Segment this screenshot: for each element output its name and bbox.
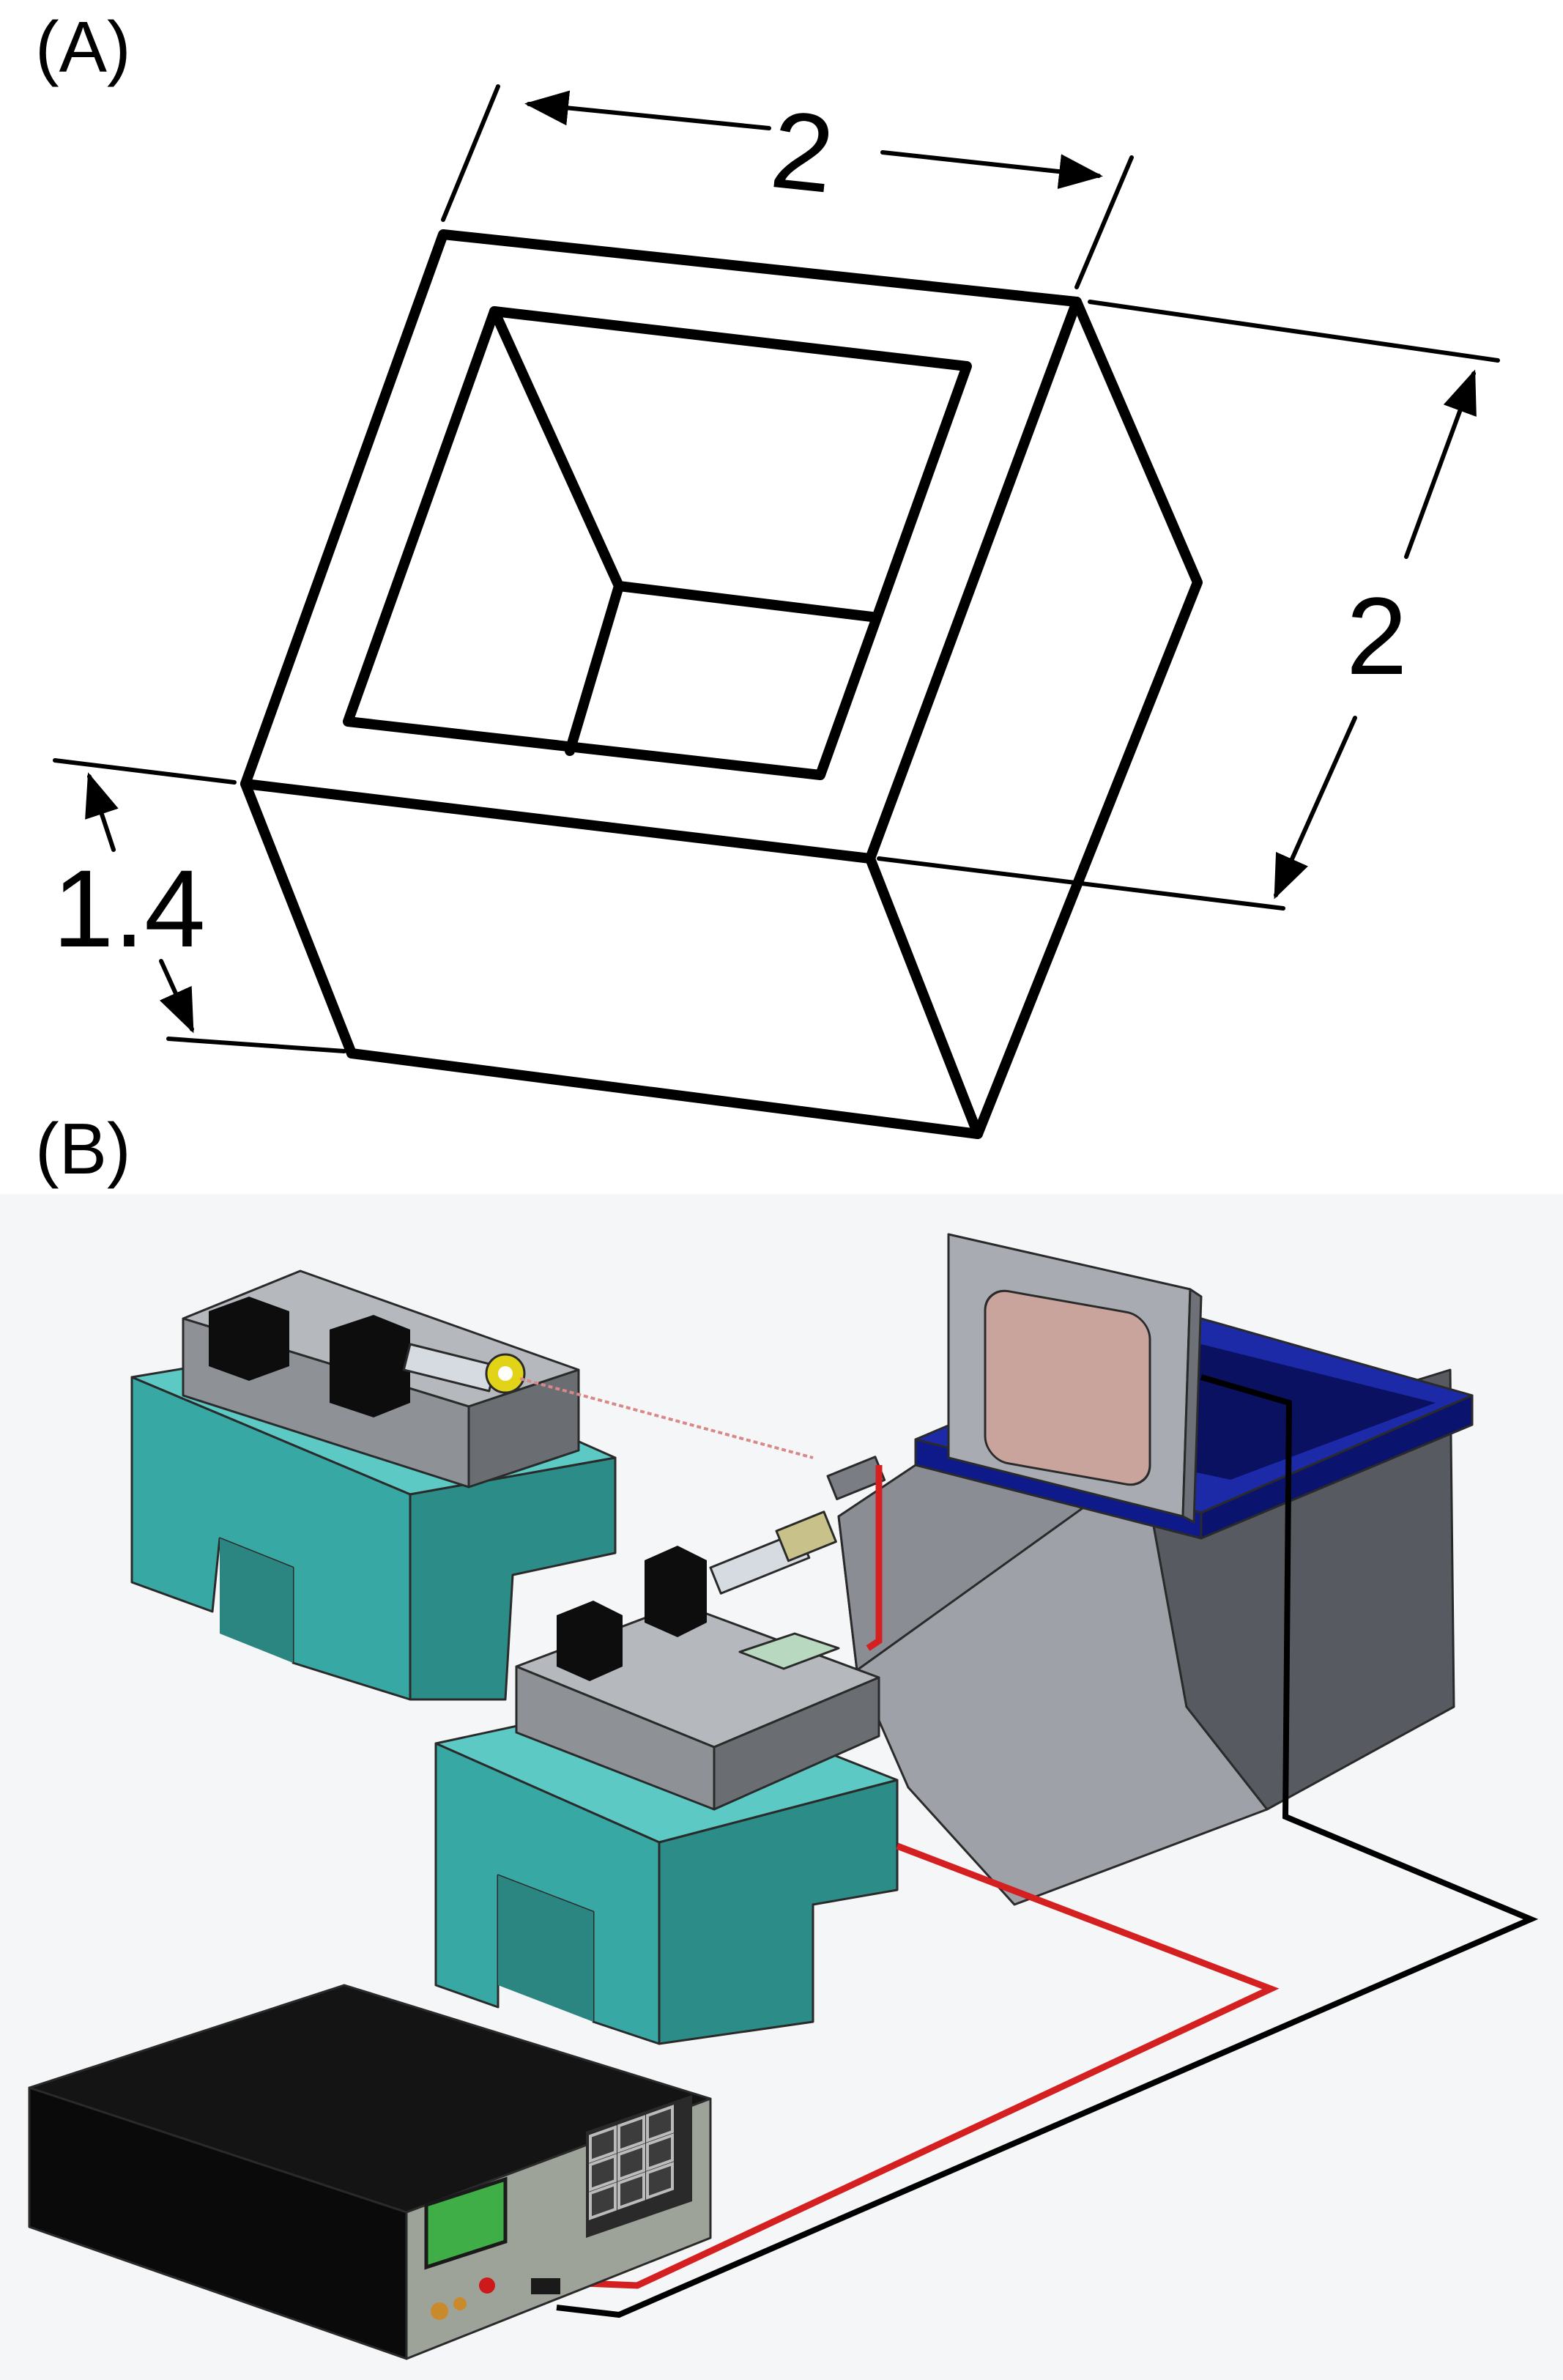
supply-terminal-2 [453,2297,467,2310]
back-pump-block-2 [330,1315,410,1417]
dim-right-ext-bottom [877,856,1285,911]
front-pump-panel [738,1632,840,1670]
screen-frame-edge [1181,1288,1203,1524]
tank-blue-side [1200,1394,1474,1540]
dimension-lines: 2 2 1.4 [53,84,1500,1053]
dim-right-arrow-down [1274,716,1357,900]
supply-terminal-1 [431,2302,448,2320]
panel-a-label: (A) [35,7,131,87]
dim-height-ext-top [53,758,237,785]
front-pump-block-1 [557,1601,623,1681]
dim-top-ext-right [1074,155,1134,289]
screen-display [984,1289,1151,1486]
panel-a: (A) 2 2 [35,7,1500,1139]
supply-output-port [531,2278,560,2294]
dim-top-ext-left [441,84,500,222]
front-pump-side [713,1676,880,1811]
box-inner-floor-left [489,306,624,756]
box-front-left-edge [240,779,357,1059]
back-stand-arch [220,1538,293,1663]
dim-top-value: 2 [766,87,840,216]
box-drawing [240,229,1203,1139]
box-front-bottom [346,853,983,1139]
front-stand-arch [498,1875,593,2022]
supply-keypad [586,2095,692,2238]
front-syringe-pump [434,1456,899,2045]
front-pump-block-2 [645,1546,707,1637]
black-wire-main [556,1374,1539,2318]
front-stand-side [658,1779,899,2045]
back-pump-block-1 [209,1297,289,1381]
back-syringe-cap-hole [498,1366,513,1381]
dim-top-arrow-left [524,90,771,130]
front-syringe-cap [775,1510,837,1562]
dim-height-arrow-down [159,959,194,1034]
supply-indicator-led [479,2277,495,2294]
dim-height-value: 1.4 [53,847,206,970]
back-stand-side [409,1456,617,1701]
dim-right-ext-top [1088,300,1500,363]
box-inner-opening [343,306,972,780]
panel-b-label: (B) [35,1108,131,1189]
dim-right-value: 2 [1346,574,1407,697]
dim-top-arrow-right [880,150,1103,190]
back-syringe-pump [130,1269,814,1701]
dim-height-ext-bottom [166,1037,346,1053]
red-wire-needle [866,1465,883,1651]
box-inner-floor-back [614,581,877,622]
box-right-face [973,297,1203,1139]
panel-b: (B) [0,1108,1563,2380]
dim-right-arrow-up [1404,369,1477,559]
back-pump-side [467,1368,580,1489]
back-syringe-tubing [519,1377,814,1459]
supply-display [424,2176,508,2270]
power-supply [28,1984,712,2360]
collection-tank-unit [837,1233,1474,1906]
dim-height-arrow-up [85,772,119,852]
